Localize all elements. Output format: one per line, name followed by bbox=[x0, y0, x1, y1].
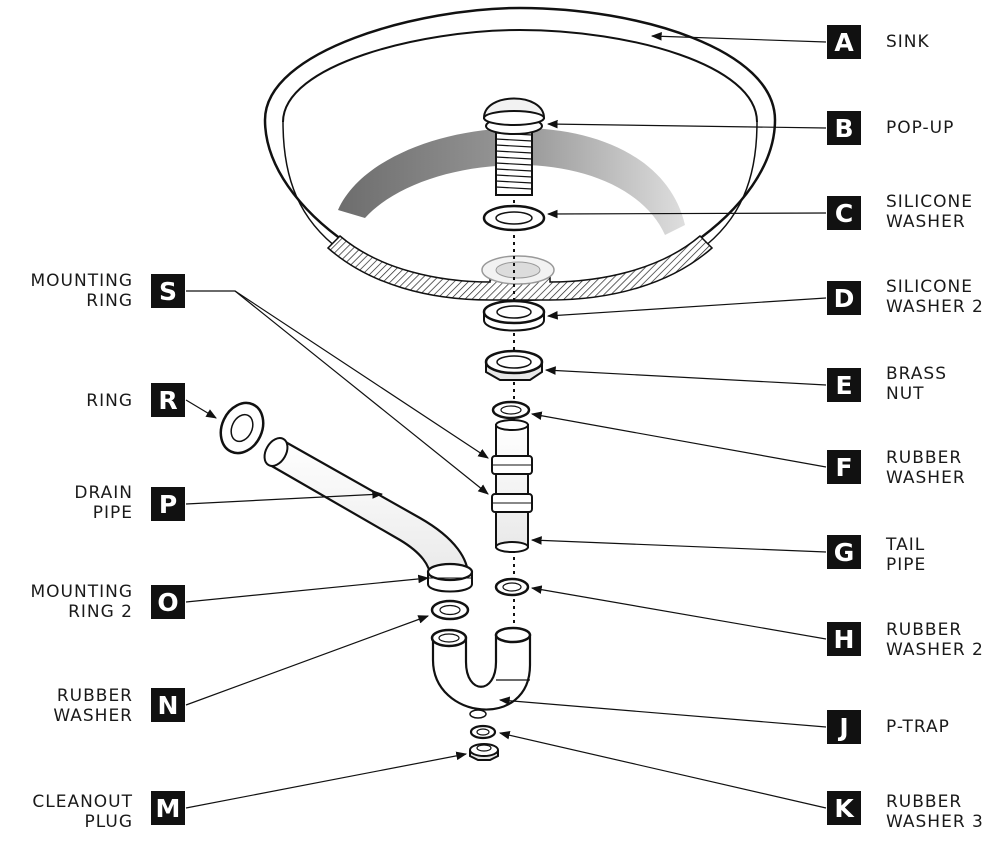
label-sink: SINK bbox=[886, 32, 930, 52]
p-trap-part bbox=[430, 626, 532, 719]
badge-p: P bbox=[151, 487, 185, 521]
brass-nut-part bbox=[484, 349, 544, 381]
badge-m: M bbox=[151, 791, 185, 825]
leader-e bbox=[544, 366, 827, 386]
label-drain-pipe: DRAIN PIPE bbox=[74, 483, 133, 523]
badge-d: D bbox=[827, 281, 861, 315]
badge-g: G bbox=[827, 535, 861, 569]
label-ring: RING bbox=[86, 391, 133, 411]
label-tail-pipe: TAIL PIPE bbox=[886, 535, 927, 575]
badge-r: R bbox=[151, 383, 185, 417]
tail-pipe-part bbox=[491, 419, 533, 553]
leader-p bbox=[185, 490, 384, 505]
badge-j: J bbox=[827, 710, 861, 744]
rubber-washer-2-part bbox=[494, 577, 530, 597]
leader-s2 bbox=[234, 290, 489, 495]
leader-a bbox=[650, 32, 827, 43]
pop-up-part bbox=[482, 97, 546, 196]
badge-n: N bbox=[151, 688, 185, 722]
label-mounting-ring-2: MOUNTING RING 2 bbox=[30, 582, 133, 622]
leader-o bbox=[185, 574, 430, 603]
badge-k: K bbox=[827, 791, 861, 825]
label-brass-nut: BRASS NUT bbox=[886, 364, 947, 404]
rubber-washer-part bbox=[491, 400, 531, 420]
cleanout-plug-part bbox=[469, 743, 499, 761]
label-rubber-washer: RUBBER WASHER bbox=[886, 448, 966, 488]
label-cleanout-plug: CLEANOUT PLUG bbox=[32, 792, 133, 832]
rubber-washer-3-part bbox=[469, 724, 497, 740]
label-p-trap: P-TRAP bbox=[886, 717, 950, 737]
leader-k bbox=[498, 730, 827, 809]
ring-part bbox=[219, 401, 265, 455]
silicone-washer-2-part bbox=[482, 299, 546, 332]
leader-f bbox=[530, 411, 827, 468]
label-silicone-washer: SILICONE WASHER bbox=[886, 192, 973, 232]
leader-d bbox=[546, 297, 827, 320]
badge-o: O bbox=[151, 585, 185, 619]
label-rubber-washer-n: RUBBER WASHER bbox=[53, 686, 133, 726]
leader-b bbox=[546, 119, 827, 129]
label-rubber-washer-3: RUBBER WASHER 3 bbox=[886, 792, 984, 832]
leader-lines bbox=[185, 32, 827, 809]
badge-b: B bbox=[827, 111, 861, 145]
badge-s: S bbox=[151, 274, 185, 308]
leader-g bbox=[530, 536, 827, 553]
rubber-washer-n-part bbox=[430, 599, 470, 621]
badge-e: E bbox=[827, 368, 861, 402]
label-pop-up: POP-UP bbox=[886, 118, 955, 138]
label-silicone-washer-2: SILICONE WASHER 2 bbox=[886, 277, 984, 317]
label-rubber-washer-2: RUBBER WASHER 2 bbox=[886, 620, 984, 660]
badge-c: C bbox=[827, 196, 861, 230]
leader-r bbox=[185, 399, 217, 419]
leader-c bbox=[546, 209, 827, 219]
drain-pipe-part bbox=[263, 437, 470, 582]
leader-n bbox=[185, 615, 430, 706]
leader-j bbox=[498, 696, 827, 728]
label-mounting-ring: MOUNTING RING bbox=[30, 271, 133, 311]
leader-m bbox=[185, 751, 468, 809]
silicone-washer-part bbox=[482, 204, 546, 232]
badge-h: H bbox=[827, 622, 861, 656]
mounting-ring-2-part bbox=[426, 562, 474, 593]
badge-a: A bbox=[827, 25, 861, 59]
leader-h bbox=[530, 585, 827, 640]
badge-f: F bbox=[827, 450, 861, 484]
